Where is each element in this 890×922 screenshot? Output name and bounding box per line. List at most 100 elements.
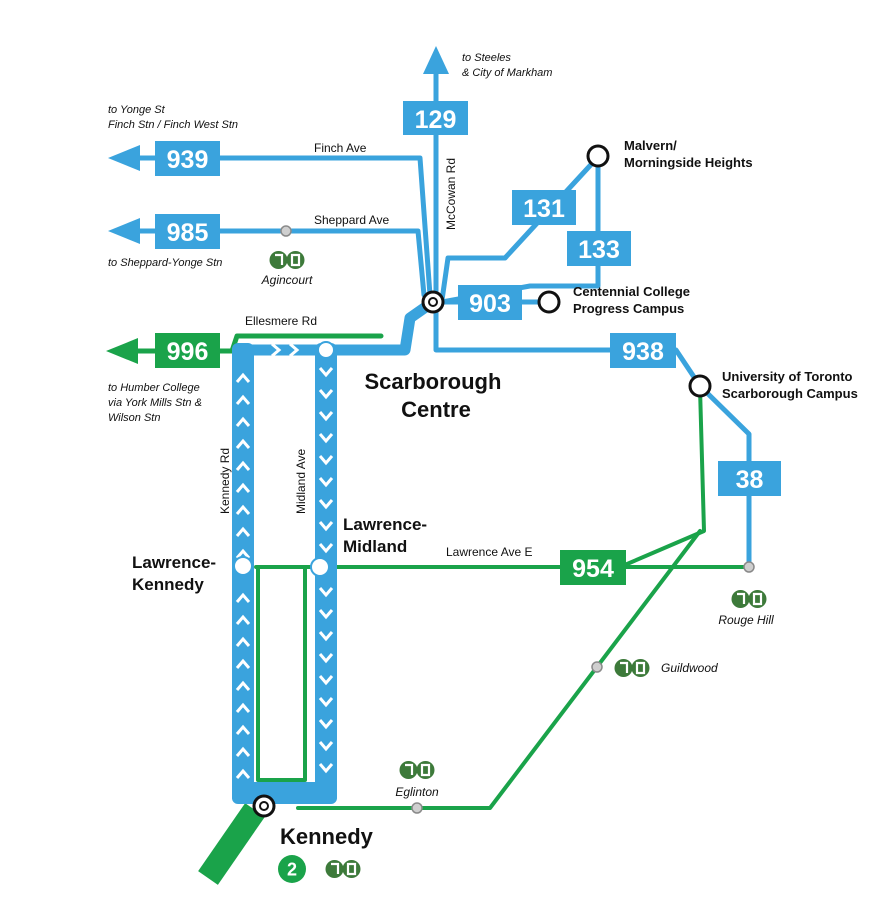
- kennedy-rd-chevron: [235, 702, 251, 713]
- route-939-line: [137, 155, 433, 298]
- midland-ave-label: Midland Ave: [294, 449, 308, 514]
- centennial-stop-marker[interactable]: [537, 290, 561, 314]
- kennedy-station-marker[interactable]: [252, 794, 276, 818]
- arrow-west-996: [106, 338, 138, 364]
- midland-ave-chevron: [318, 697, 334, 708]
- midland-ave-chevron: [318, 367, 334, 378]
- eglinton-stop-dot: [411, 802, 423, 814]
- svg-text:996: 996: [167, 338, 209, 366]
- midland-ave-chevron: [318, 543, 334, 554]
- arrow-west-985: [108, 218, 140, 244]
- direction-chevrons: [235, 342, 334, 779]
- route-boxes: 129 939 985 131 133 903 996 938: [155, 101, 781, 585]
- kennedy-rd-chevron: [235, 658, 251, 669]
- agincourt-label: Agincourt: [261, 273, 313, 287]
- svg-text:131: 131: [523, 195, 565, 223]
- route-938-line: [433, 299, 703, 389]
- kennedy-rd-chevron: [235, 746, 251, 757]
- kennedy-go-icon: [324, 858, 362, 880]
- kennedy-rd-chevron: [235, 482, 251, 493]
- svg-text:938: 938: [622, 338, 664, 366]
- midland-ave-chevron: [318, 741, 334, 752]
- humber-destination: to Humber College via York Mills Stn & W…: [108, 382, 205, 424]
- rouge-hill-go-icon: [730, 588, 768, 610]
- midland-ave-chevron: [318, 389, 334, 400]
- scarborough-centre-label: Scarborough Centre: [364, 369, 507, 422]
- kennedy-rd-chevron: [235, 680, 251, 691]
- arrow-north-129: [423, 46, 449, 74]
- agincourt-stop-dot: [280, 225, 292, 237]
- midland-ave-chevron: [318, 587, 334, 598]
- lawrence-kennedy-label: Lawrence- Kennedy: [132, 553, 221, 594]
- kennedy-rd-chevron: [235, 438, 251, 449]
- svg-text:954: 954: [572, 555, 614, 583]
- green-routes: [115, 333, 751, 810]
- scarborough-centre-station-marker[interactable]: [421, 290, 445, 314]
- route-903-box[interactable]: 903: [458, 285, 522, 320]
- route-131-box[interactable]: 131: [512, 190, 576, 225]
- kennedy-rd-chevron: [235, 504, 251, 515]
- svg-text:939: 939: [167, 146, 209, 174]
- malvern-stop-marker[interactable]: [586, 144, 610, 168]
- kennedy-bottom-connector: [232, 782, 337, 804]
- stop-markers: [233, 144, 755, 818]
- guildwood-go-icon: [613, 657, 651, 679]
- midland-ave-chevron: [318, 455, 334, 466]
- route-985-box[interactable]: 985: [155, 214, 220, 249]
- svg-text:133: 133: [578, 236, 620, 264]
- kennedy-rd-chevron: [235, 372, 251, 383]
- kennedy-rd-chevron: [235, 526, 251, 537]
- midland-ave-chevron: [318, 477, 334, 488]
- kennedy-rd-chevron: [235, 614, 251, 625]
- line-2-badge: 2: [278, 855, 306, 883]
- uoft-stop-marker[interactable]: [688, 374, 712, 398]
- rouge-hill-label: Rouge Hill: [718, 613, 774, 627]
- route-985-line: [137, 228, 427, 298]
- route-938-box[interactable]: 938: [610, 333, 676, 368]
- eglinton-go-icon: [398, 759, 436, 781]
- midland-ave-chevron: [318, 499, 334, 510]
- stop-labels: Malvern/ Morningside Heights Centennial …: [573, 138, 858, 401]
- route-38-box[interactable]: 38: [718, 461, 781, 496]
- ellesmere-rd-label: Ellesmere Rd: [245, 314, 317, 328]
- route-996-box[interactable]: 996: [155, 333, 220, 368]
- mccowan-rd-label: McCowan Rd: [444, 158, 458, 230]
- route-954-box[interactable]: 954: [560, 550, 626, 585]
- centennial-label: Centennial College Progress Campus: [573, 284, 694, 316]
- midland-ave-chevron: [318, 631, 334, 642]
- midland-ave-chevron: [318, 675, 334, 686]
- finch-ave-label: Finch Ave: [314, 141, 367, 155]
- svg-text:985: 985: [167, 219, 209, 247]
- subway-line-2: [198, 803, 265, 885]
- midland-ave-chevron: [318, 763, 334, 774]
- ellesmere-midland-stop[interactable]: [317, 341, 335, 359]
- lawrence-midland-label: Lawrence- Midland: [343, 515, 432, 556]
- svg-text:38: 38: [736, 466, 764, 494]
- route-133-box[interactable]: 133: [567, 231, 631, 266]
- kennedy-rd-chevron: [235, 460, 251, 471]
- route-38-line: [697, 383, 752, 570]
- ellesmere-chevron: [289, 342, 300, 358]
- kennedy-rd-chevron: [235, 416, 251, 427]
- kennedy-station-label: Kennedy: [280, 824, 374, 849]
- route-129-box[interactable]: 129: [403, 101, 468, 135]
- svg-text:129: 129: [415, 106, 457, 134]
- eglinton-label: Eglinton: [395, 785, 439, 799]
- lawrence-kennedy-stop[interactable]: [233, 556, 253, 576]
- agincourt-go-icon: [268, 249, 306, 271]
- lawrence-midland-stop[interactable]: [310, 557, 330, 577]
- rouge-hill-stop-dot: [743, 561, 755, 573]
- kennedy-rd-chevron: [235, 768, 251, 779]
- steeles-destination: to Steeles & City of Markham: [462, 52, 552, 79]
- kennedy-rd-chevron: [235, 548, 251, 559]
- yonge-destination: to Yonge St Finch Stn / Finch West Stn: [108, 104, 238, 131]
- guildwood-label: Guildwood: [661, 661, 718, 675]
- midland-ave-chevron: [318, 719, 334, 730]
- ellesmere-chevron: [271, 342, 282, 358]
- kennedy-rd-chevron: [235, 636, 251, 647]
- route-939-box[interactable]: 939: [155, 141, 220, 176]
- sheppard-ave-label: Sheppard Ave: [314, 213, 390, 227]
- svg-text:903: 903: [469, 290, 511, 318]
- uoft-label: University of Toronto Scarborough Campus: [722, 369, 858, 401]
